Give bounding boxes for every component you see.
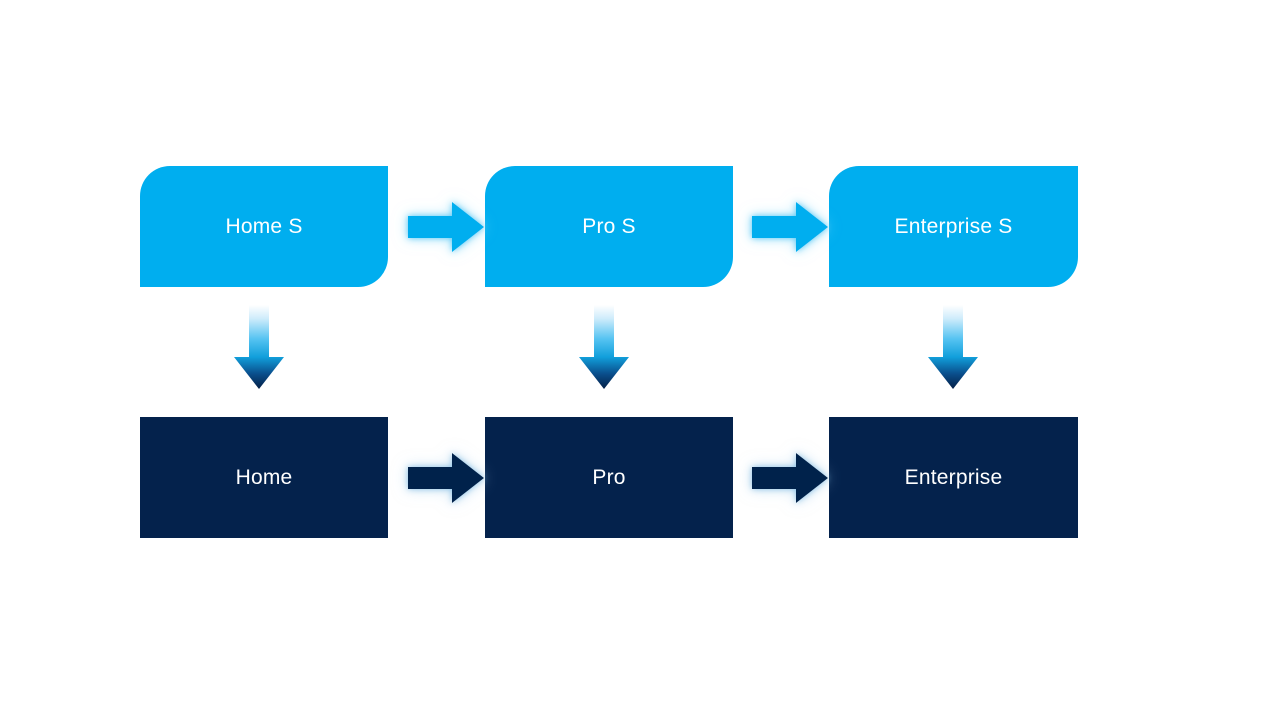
node-home-s[interactable]: Home S xyxy=(140,166,388,287)
node-home[interactable]: Home xyxy=(140,417,388,538)
node-pro[interactable]: Pro xyxy=(485,417,733,538)
node-pro-s-label: Pro S xyxy=(582,214,636,238)
arrow-pro-to-enterprise[interactable] xyxy=(748,449,832,507)
arrow-home-s-to-pro-s[interactable] xyxy=(404,198,488,256)
node-pro-s[interactable]: Pro S xyxy=(485,166,733,287)
arrow-pro-s-to-enterprise-s[interactable] xyxy=(748,198,832,256)
node-enterprise-label: Enterprise xyxy=(904,465,1003,489)
arrow-enterprise-s-to-enterprise[interactable] xyxy=(925,305,981,391)
node-home-label: Home xyxy=(235,465,293,489)
node-enterprise-s[interactable]: Enterprise S xyxy=(829,166,1078,287)
arrow-pro-s-to-pro[interactable] xyxy=(576,305,632,391)
arrow-home-s-to-home[interactable] xyxy=(231,305,287,391)
node-enterprise[interactable]: Enterprise xyxy=(829,417,1078,538)
node-enterprise-s-label: Enterprise S xyxy=(894,214,1013,238)
node-pro-label: Pro xyxy=(592,465,626,489)
arrow-home-to-pro[interactable] xyxy=(404,449,488,507)
node-home-s-label: Home S xyxy=(225,214,303,238)
